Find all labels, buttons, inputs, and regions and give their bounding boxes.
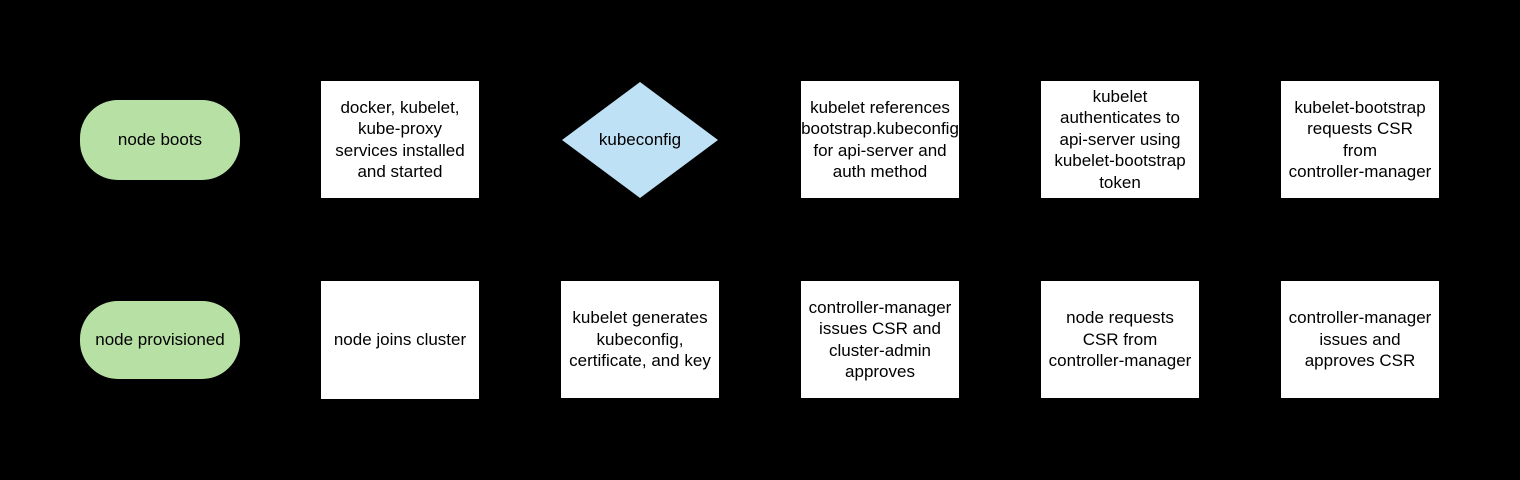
decision-kubeconfig: kubeconfig bbox=[562, 82, 718, 198]
node-label: node boots bbox=[117, 130, 203, 150]
node-label: node provisioned bbox=[95, 330, 225, 350]
node-label: kubelet generates kubeconfig, certificat… bbox=[569, 308, 711, 371]
node-label: kubelet authenticates to api-server usin… bbox=[1054, 86, 1186, 192]
node-label: kubelet references bootstrap.kubeconfig … bbox=[801, 97, 959, 182]
node-label: controller-manager issues and approves C… bbox=[1288, 308, 1432, 371]
node-label: kubeconfig bbox=[598, 130, 682, 150]
process-kubelet-bootstrap-requests-csr: kubelet-bootstrap requests CSR from cont… bbox=[1281, 81, 1439, 198]
node-label: docker, kubelet, kube-proxy services ins… bbox=[335, 97, 465, 182]
process-controller-manager-issues-csr-cluster-admin-approves: controller-manager issues CSR and cluste… bbox=[801, 281, 959, 398]
node-label: controller-manager issues CSR and cluste… bbox=[808, 297, 952, 382]
process-kubelet-generates-kubeconfig: kubelet generates kubeconfig, certificat… bbox=[561, 281, 719, 398]
process-kubelet-references-bootstrap-kubeconfig: kubelet references bootstrap.kubeconfig … bbox=[801, 81, 959, 198]
process-services-installed-and-started: docker, kubelet, kube-proxy services ins… bbox=[321, 81, 479, 198]
terminator-node-boots: node boots bbox=[80, 100, 240, 180]
terminator-node-provisioned: node provisioned bbox=[80, 301, 240, 379]
process-node-requests-csr: node requests CSR from controller-manage… bbox=[1041, 281, 1199, 398]
process-node-joins-cluster: node joins cluster bbox=[321, 281, 479, 399]
node-label: kubelet-bootstrap requests CSR from cont… bbox=[1288, 97, 1432, 182]
node-label: node requests CSR from controller-manage… bbox=[1048, 308, 1192, 371]
process-kubelet-authenticates-to-api-server: kubelet authenticates to api-server usin… bbox=[1041, 81, 1199, 198]
node-label: node joins cluster bbox=[333, 330, 467, 350]
process-controller-manager-issues-and-approves-csr: controller-manager issues and approves C… bbox=[1281, 281, 1439, 398]
